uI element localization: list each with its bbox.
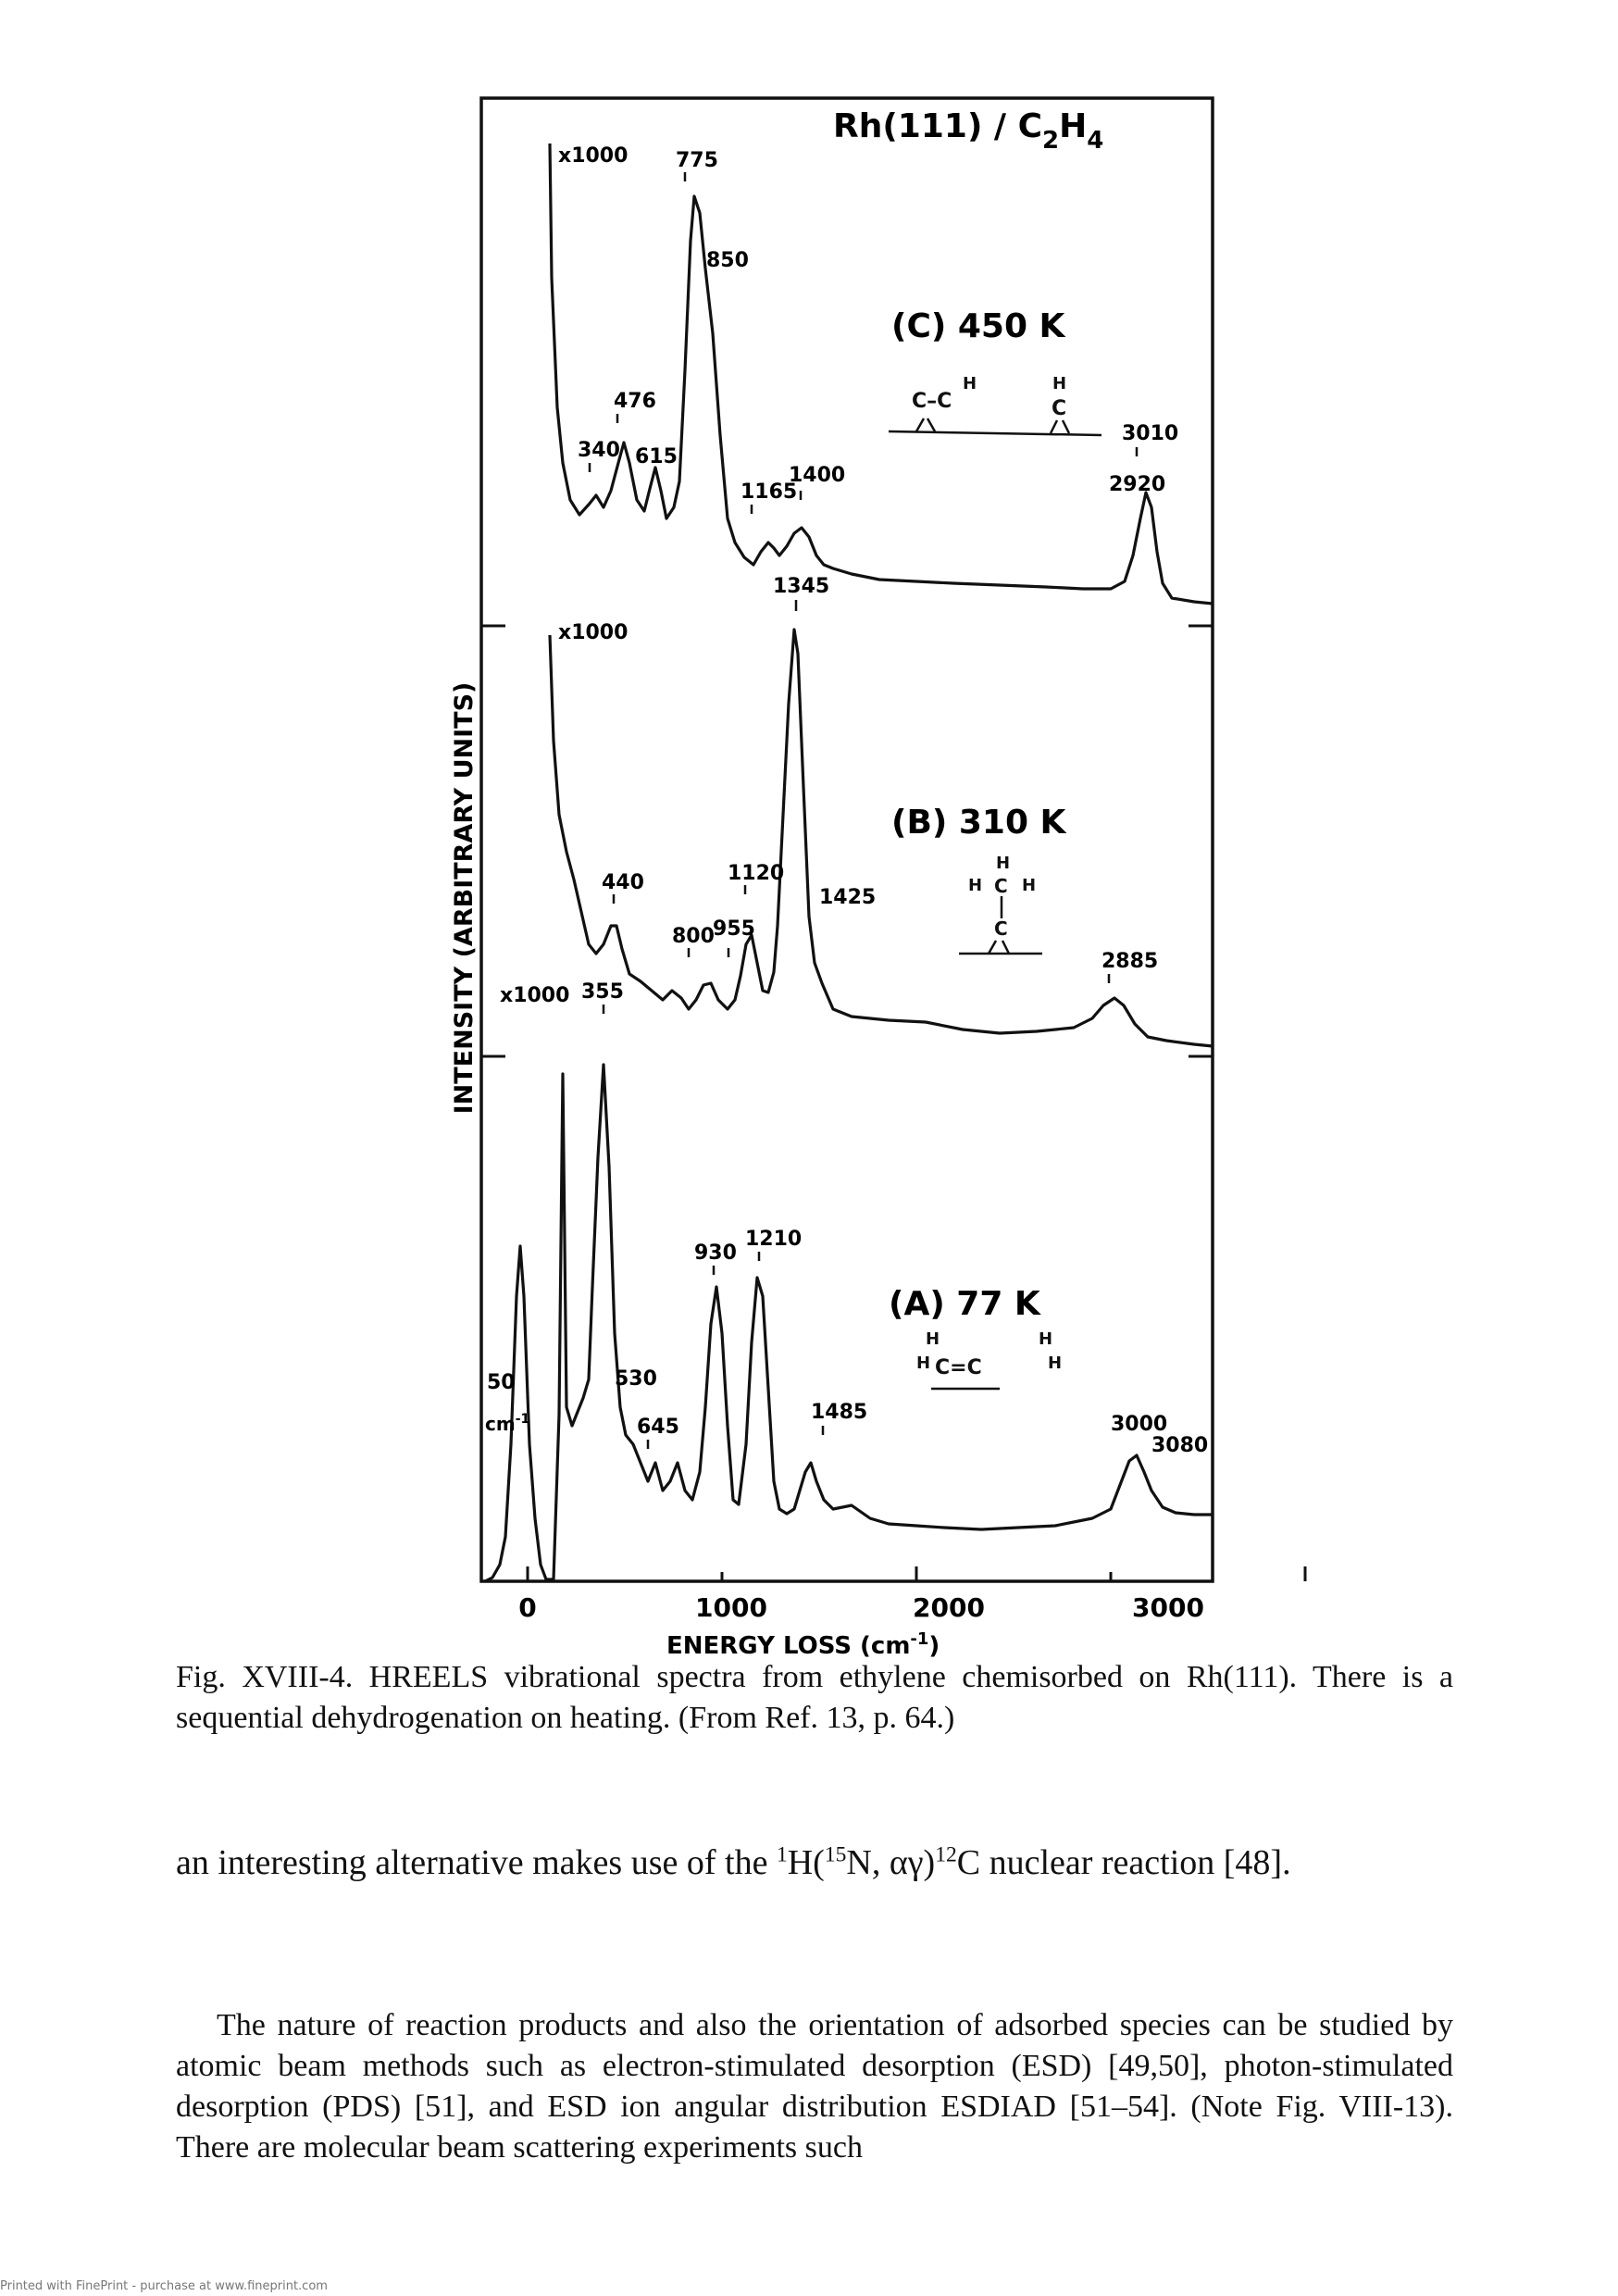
spectrum-b [548, 628, 1214, 1048]
panel-a-label: (A) 77 K [889, 1285, 1041, 1323]
elastic-label-unit: cm-1 [485, 1412, 529, 1435]
para1-sup-2: 15 [824, 1842, 847, 1867]
peak-label-b-1345: 1345 [773, 575, 829, 598]
para1-text-mid2: N, αγ) [846, 1843, 936, 1882]
svg-text:H: H [996, 854, 1010, 873]
svg-text:C: C [1052, 397, 1066, 420]
svg-text:H: H [1039, 1329, 1052, 1349]
para1-sup-3: 12 [935, 1842, 957, 1867]
peak-label-c-775: 775 [676, 149, 718, 172]
x-tick-label: 0 [518, 1592, 536, 1623]
peak-label-c-3010: 3010 [1122, 422, 1178, 445]
peak-label-a-530: 530 [615, 1367, 657, 1391]
svg-text:C–C: C–C [912, 390, 952, 413]
multiplier-c: x1000 [558, 144, 628, 168]
molecule-a-icon: H H H C=C H [916, 1329, 1062, 1391]
svg-text:H: H [1022, 876, 1036, 895]
peak-label-c-340: 340 [578, 439, 620, 462]
spectrum-c [548, 143, 1214, 605]
body-paragraph-1: an interesting alternative makes use of … [176, 1841, 1453, 1885]
peak-label-a-1210: 1210 [745, 1228, 802, 1251]
peak-label-b-440: 440 [602, 871, 644, 894]
peak-label-c-615: 615 [635, 445, 678, 468]
x-tick-label: 3000 [1132, 1592, 1204, 1623]
peak-label-c-476: 476 [614, 390, 656, 413]
svg-text:H: H [968, 876, 982, 895]
peak-label-a-645: 645 [637, 1416, 679, 1439]
peak-label-c-1165: 1165 [741, 480, 797, 504]
print-footer: Printed with FinePrint - purchase at www… [0, 2279, 328, 2293]
peak-label-b-2885: 2885 [1101, 950, 1158, 973]
hreels-figure: Rh(111) / C2H4 INTENSITY (ARBITRARY UNIT… [450, 96, 1307, 1657]
peak-label-a-3000: 3000 [1111, 1413, 1167, 1436]
svg-text:H: H [926, 1329, 940, 1349]
peak-label-b-955: 955 [713, 917, 755, 941]
para1-text-before: an interesting alternative makes use of … [176, 1843, 777, 1882]
para1-sup-1: 1 [776, 1842, 788, 1867]
x-axis-label: ENERGY LOSS (cm-1) [666, 1629, 940, 1657]
peak-label-b-800: 800 [672, 925, 715, 948]
molecule-c-icon: C–C H H C [888, 374, 1102, 437]
peak-label-b-1425: 1425 [819, 886, 876, 909]
x-tick-label: 2000 [913, 1592, 985, 1623]
svg-text:H: H [963, 374, 977, 393]
peak-label-c-2920: 2920 [1109, 473, 1165, 496]
peak-label-c-850: 850 [706, 249, 749, 272]
multiplier-a: x1000 [500, 984, 569, 1007]
peak-label-a-930: 930 [694, 1242, 737, 1265]
x-tick-label: 1000 [695, 1592, 767, 1623]
elastic-label: 50 [487, 1371, 516, 1394]
peak-label-c-1400: 1400 [789, 464, 845, 487]
peak-label-a-1485: 1485 [811, 1401, 867, 1424]
x-axis [526, 1566, 1307, 1581]
panel-c-label: (C) 450 K [891, 307, 1066, 345]
peak-markers [588, 172, 1139, 1449]
y-axis-label: INTENSITY (ARBITRARY UNITS) [450, 682, 479, 1115]
figure-caption: Fig. XVIII-4. HREELS vibrational spectra… [176, 1660, 1453, 1735]
svg-text:C=C: C=C [935, 1356, 982, 1379]
plot-frame [479, 96, 1214, 1583]
multiplier-b: x1000 [558, 621, 628, 644]
peak-label-a-355: 355 [581, 980, 624, 1004]
spectrum-a [484, 1063, 1213, 1583]
para1-text-mid1: H( [787, 1843, 825, 1882]
peak-label-a-3080: 3080 [1151, 1434, 1208, 1457]
figure-title: Rh(111) / C2H4 [833, 107, 1103, 155]
para1-text-after: C nuclear reaction [48]. [956, 1843, 1291, 1882]
svg-text:C: C [994, 917, 1008, 940]
svg-text:H: H [1048, 1354, 1062, 1373]
body-paragraph-2: The nature of reaction products and also… [176, 2008, 1453, 2165]
svg-text:H: H [916, 1354, 930, 1373]
molecule-b-icon: H H H C C [959, 854, 1042, 955]
peak-label-b-1120: 1120 [728, 862, 784, 885]
svg-text:H: H [1052, 374, 1066, 393]
svg-text:C: C [994, 875, 1008, 897]
panel-b-label: (B) 310 K [891, 804, 1067, 842]
